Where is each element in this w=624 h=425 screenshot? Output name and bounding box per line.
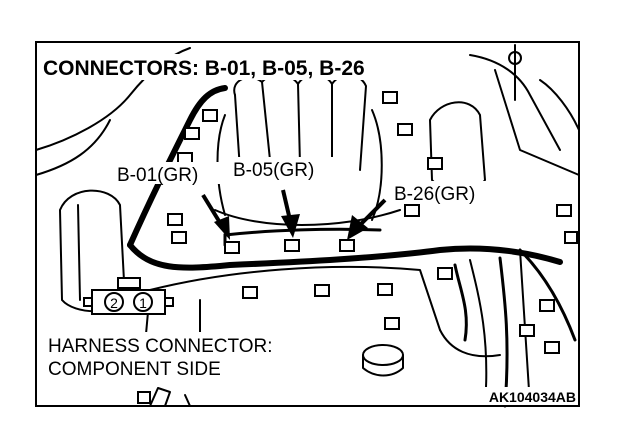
pin-2-label: 2 [110, 295, 118, 311]
arrow-b26 [347, 215, 368, 240]
connector-b05 [284, 239, 300, 252]
pin-1-label: 1 [139, 295, 147, 311]
pin-1-circle [133, 292, 153, 312]
harness-connector-label: HARNESS CONNECTOR: [48, 336, 273, 357]
connector-shapes [137, 91, 578, 404]
connector-b26 [339, 239, 355, 252]
callout-b01: B-01(GR) [117, 165, 198, 186]
diagram-title: CONNECTORS: B-01, B-05, B-26 [43, 57, 365, 80]
arrow-b01 [214, 216, 230, 240]
component-side-label: COMPONENT SIDE [48, 359, 221, 380]
arrow-b05 [281, 214, 300, 238]
connector-b01 [224, 241, 240, 254]
harness-connector-symbol [83, 277, 174, 315]
pin-2-circle [104, 292, 124, 312]
callout-b26: B-26(GR) [394, 184, 475, 205]
figure-code: AK104034AB [489, 389, 576, 405]
callout-arrows [201, 189, 387, 240]
diagram-labels: CONNECTORS: B-01, B-05, B-26 B-01(GR) B-… [40, 54, 578, 405]
callout-b05: B-05(GR) [233, 160, 314, 181]
